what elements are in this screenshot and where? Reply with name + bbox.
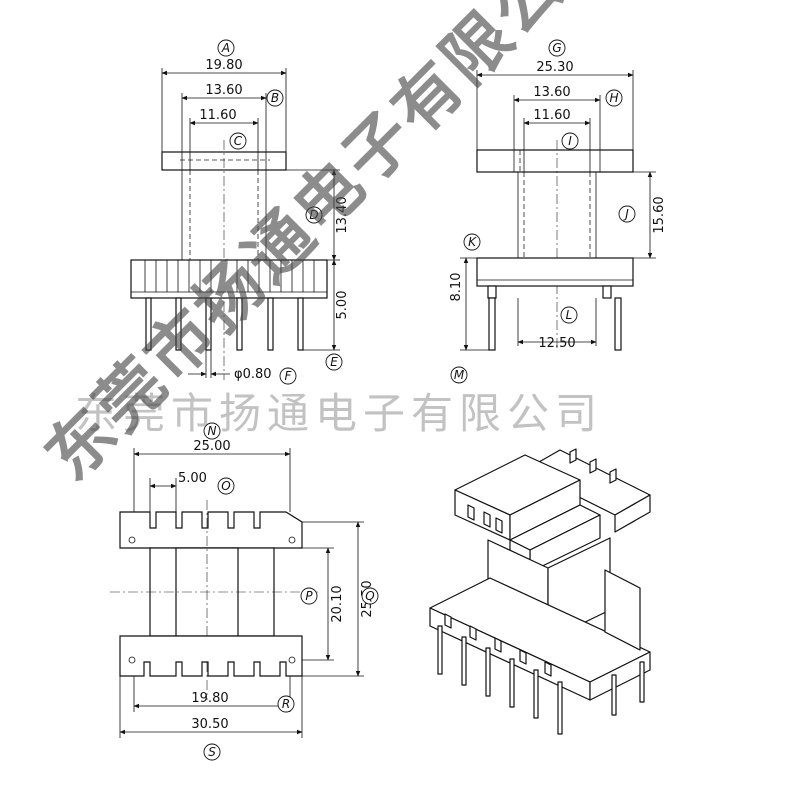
svg-text:N: N: [208, 424, 217, 438]
svg-text:C: C: [234, 134, 243, 148]
label-K: K: [463, 233, 481, 251]
isometric-view: [429, 448, 651, 735]
label-R: R: [277, 695, 295, 713]
label-F: F: [279, 367, 297, 385]
watermark-company-line: 东莞市扬通电子有限公司: [75, 389, 604, 438]
dim-top-overall: 30.50: [191, 717, 228, 732]
label-O: O: [217, 477, 235, 495]
dim-side-mid: 13.60: [533, 85, 570, 100]
label-I: I: [561, 132, 579, 150]
svg-text:K: K: [468, 235, 477, 249]
dim-side-pin-height: 8.10: [449, 273, 464, 302]
side-view: 25.30 13.60 11.60 15.60 8.10 12.50 G H I…: [449, 39, 667, 384]
svg-text:L: L: [566, 308, 573, 322]
front-view: 19.80 13.60 11.60 13.40 5.00 φ0.80 A B C…: [130, 39, 350, 385]
svg-text:R: R: [282, 697, 290, 711]
dim-side-width: 25.30: [536, 60, 573, 75]
svg-text:A: A: [221, 41, 230, 55]
svg-text:B: B: [271, 91, 279, 105]
svg-text:P: P: [305, 589, 313, 603]
dim-top-pin-span: 19.80: [191, 691, 228, 706]
svg-text:G: G: [552, 41, 561, 55]
dim-side-pin-span: 12.50: [538, 336, 575, 351]
svg-text:H: H: [609, 91, 618, 105]
svg-text:D: D: [309, 208, 318, 222]
label-M: M: [450, 366, 468, 384]
dim-front-height: 13.40: [335, 196, 350, 233]
dim-front-pin-length: 5.00: [335, 291, 350, 320]
dim-top-slot-pitch: 5.00: [178, 471, 207, 486]
label-P: P: [300, 587, 318, 605]
dim-front-mid: 13.60: [205, 83, 242, 98]
dim-front-pin-diameter: φ0.80: [234, 367, 272, 382]
label-B: B: [266, 89, 284, 107]
label-S: S: [203, 743, 221, 761]
label-H: H: [605, 89, 623, 107]
label-D: D: [305, 206, 323, 224]
label-Q: Q: [361, 587, 379, 605]
top-view: 25.00 5.00 20.10 25.50 19.80 30.50 N O P…: [110, 422, 379, 761]
svg-text:E: E: [330, 355, 338, 369]
svg-text:J: J: [623, 207, 629, 221]
label-C: C: [229, 132, 247, 150]
label-L: L: [560, 306, 578, 324]
svg-text:O: O: [221, 479, 230, 493]
label-A: A: [217, 39, 235, 57]
svg-text:Q: Q: [365, 589, 374, 603]
dim-front-inner: 11.60: [199, 108, 236, 123]
dim-side-inner: 11.60: [533, 108, 570, 123]
svg-text:M: M: [454, 368, 465, 382]
label-J: J: [618, 205, 636, 223]
dim-top-width: 25.00: [193, 439, 230, 454]
label-E: E: [325, 353, 343, 371]
dim-front-width: 19.80: [205, 58, 242, 73]
dim-side-height: 15.60: [652, 196, 667, 233]
svg-text:F: F: [285, 369, 293, 383]
svg-text:S: S: [208, 745, 216, 759]
svg-text:I: I: [568, 134, 572, 148]
label-N: N: [203, 422, 221, 440]
label-G: G: [548, 39, 566, 57]
dim-top-depth-inner: 20.10: [330, 585, 345, 622]
